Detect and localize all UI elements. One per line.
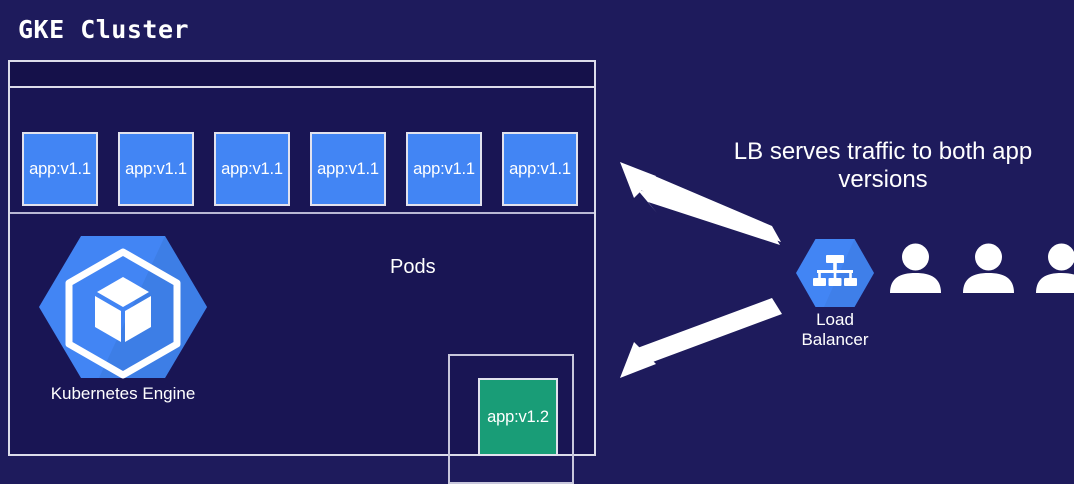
- arrow-to-v1-2-pod: [620, 298, 782, 378]
- kubernetes-engine-label: Kubernetes Engine: [50, 384, 196, 403]
- cluster-lower-region: Pods Kubernetes Engine: [10, 214, 594, 484]
- lb-caption: LB serves traffic to both app versions: [733, 138, 1033, 193]
- user-icon: [1036, 243, 1074, 293]
- user-icon: [963, 243, 1014, 293]
- pod-box[interactable]: app:v1.1: [310, 132, 386, 206]
- pod-v1-2-container: app:v1.2: [448, 354, 574, 484]
- arrow-to-v1-1-pods: [620, 162, 781, 245]
- load-balancer-label-line1: Load: [816, 310, 854, 329]
- pods-v1-1-region: app:v1.1 app:v1.1 app:v1.1 app:v1.1 app:…: [10, 88, 594, 214]
- pod-box[interactable]: app:v1.1: [406, 132, 482, 206]
- load-balancer-label: Load Balancer: [789, 310, 881, 351]
- pods-v1-1-row: app:v1.1 app:v1.1 app:v1.1 app:v1.1 app:…: [22, 132, 578, 206]
- load-balancer-hexagon-icon: [796, 239, 874, 307]
- kubernetes-engine-group: Kubernetes Engine: [28, 232, 218, 404]
- pod-box[interactable]: app:v1.1: [22, 132, 98, 206]
- load-balancer-group: Load Balancer: [789, 237, 881, 351]
- page-title: GKE Cluster: [18, 15, 190, 44]
- users-group: [888, 243, 1074, 293]
- gke-cluster-boundary: app:v1.1 app:v1.1 app:v1.1 app:v1.1 app:…: [8, 60, 596, 484]
- pod-box[interactable]: app:v1.1: [214, 132, 290, 206]
- pods-label: Pods: [390, 256, 436, 278]
- kubernetes-engine-hexagon-icon: [39, 236, 207, 379]
- cluster-header-bar: [10, 62, 594, 88]
- pod-box[interactable]: app:v1.1: [118, 132, 194, 206]
- user-icon: [890, 243, 941, 293]
- load-balancer-label-line2: Balancer: [801, 330, 869, 350]
- pod-box[interactable]: app:v1.1: [502, 132, 578, 206]
- traffic-arrows: [620, 162, 782, 378]
- pod-box-v1-2[interactable]: app:v1.2: [478, 378, 558, 456]
